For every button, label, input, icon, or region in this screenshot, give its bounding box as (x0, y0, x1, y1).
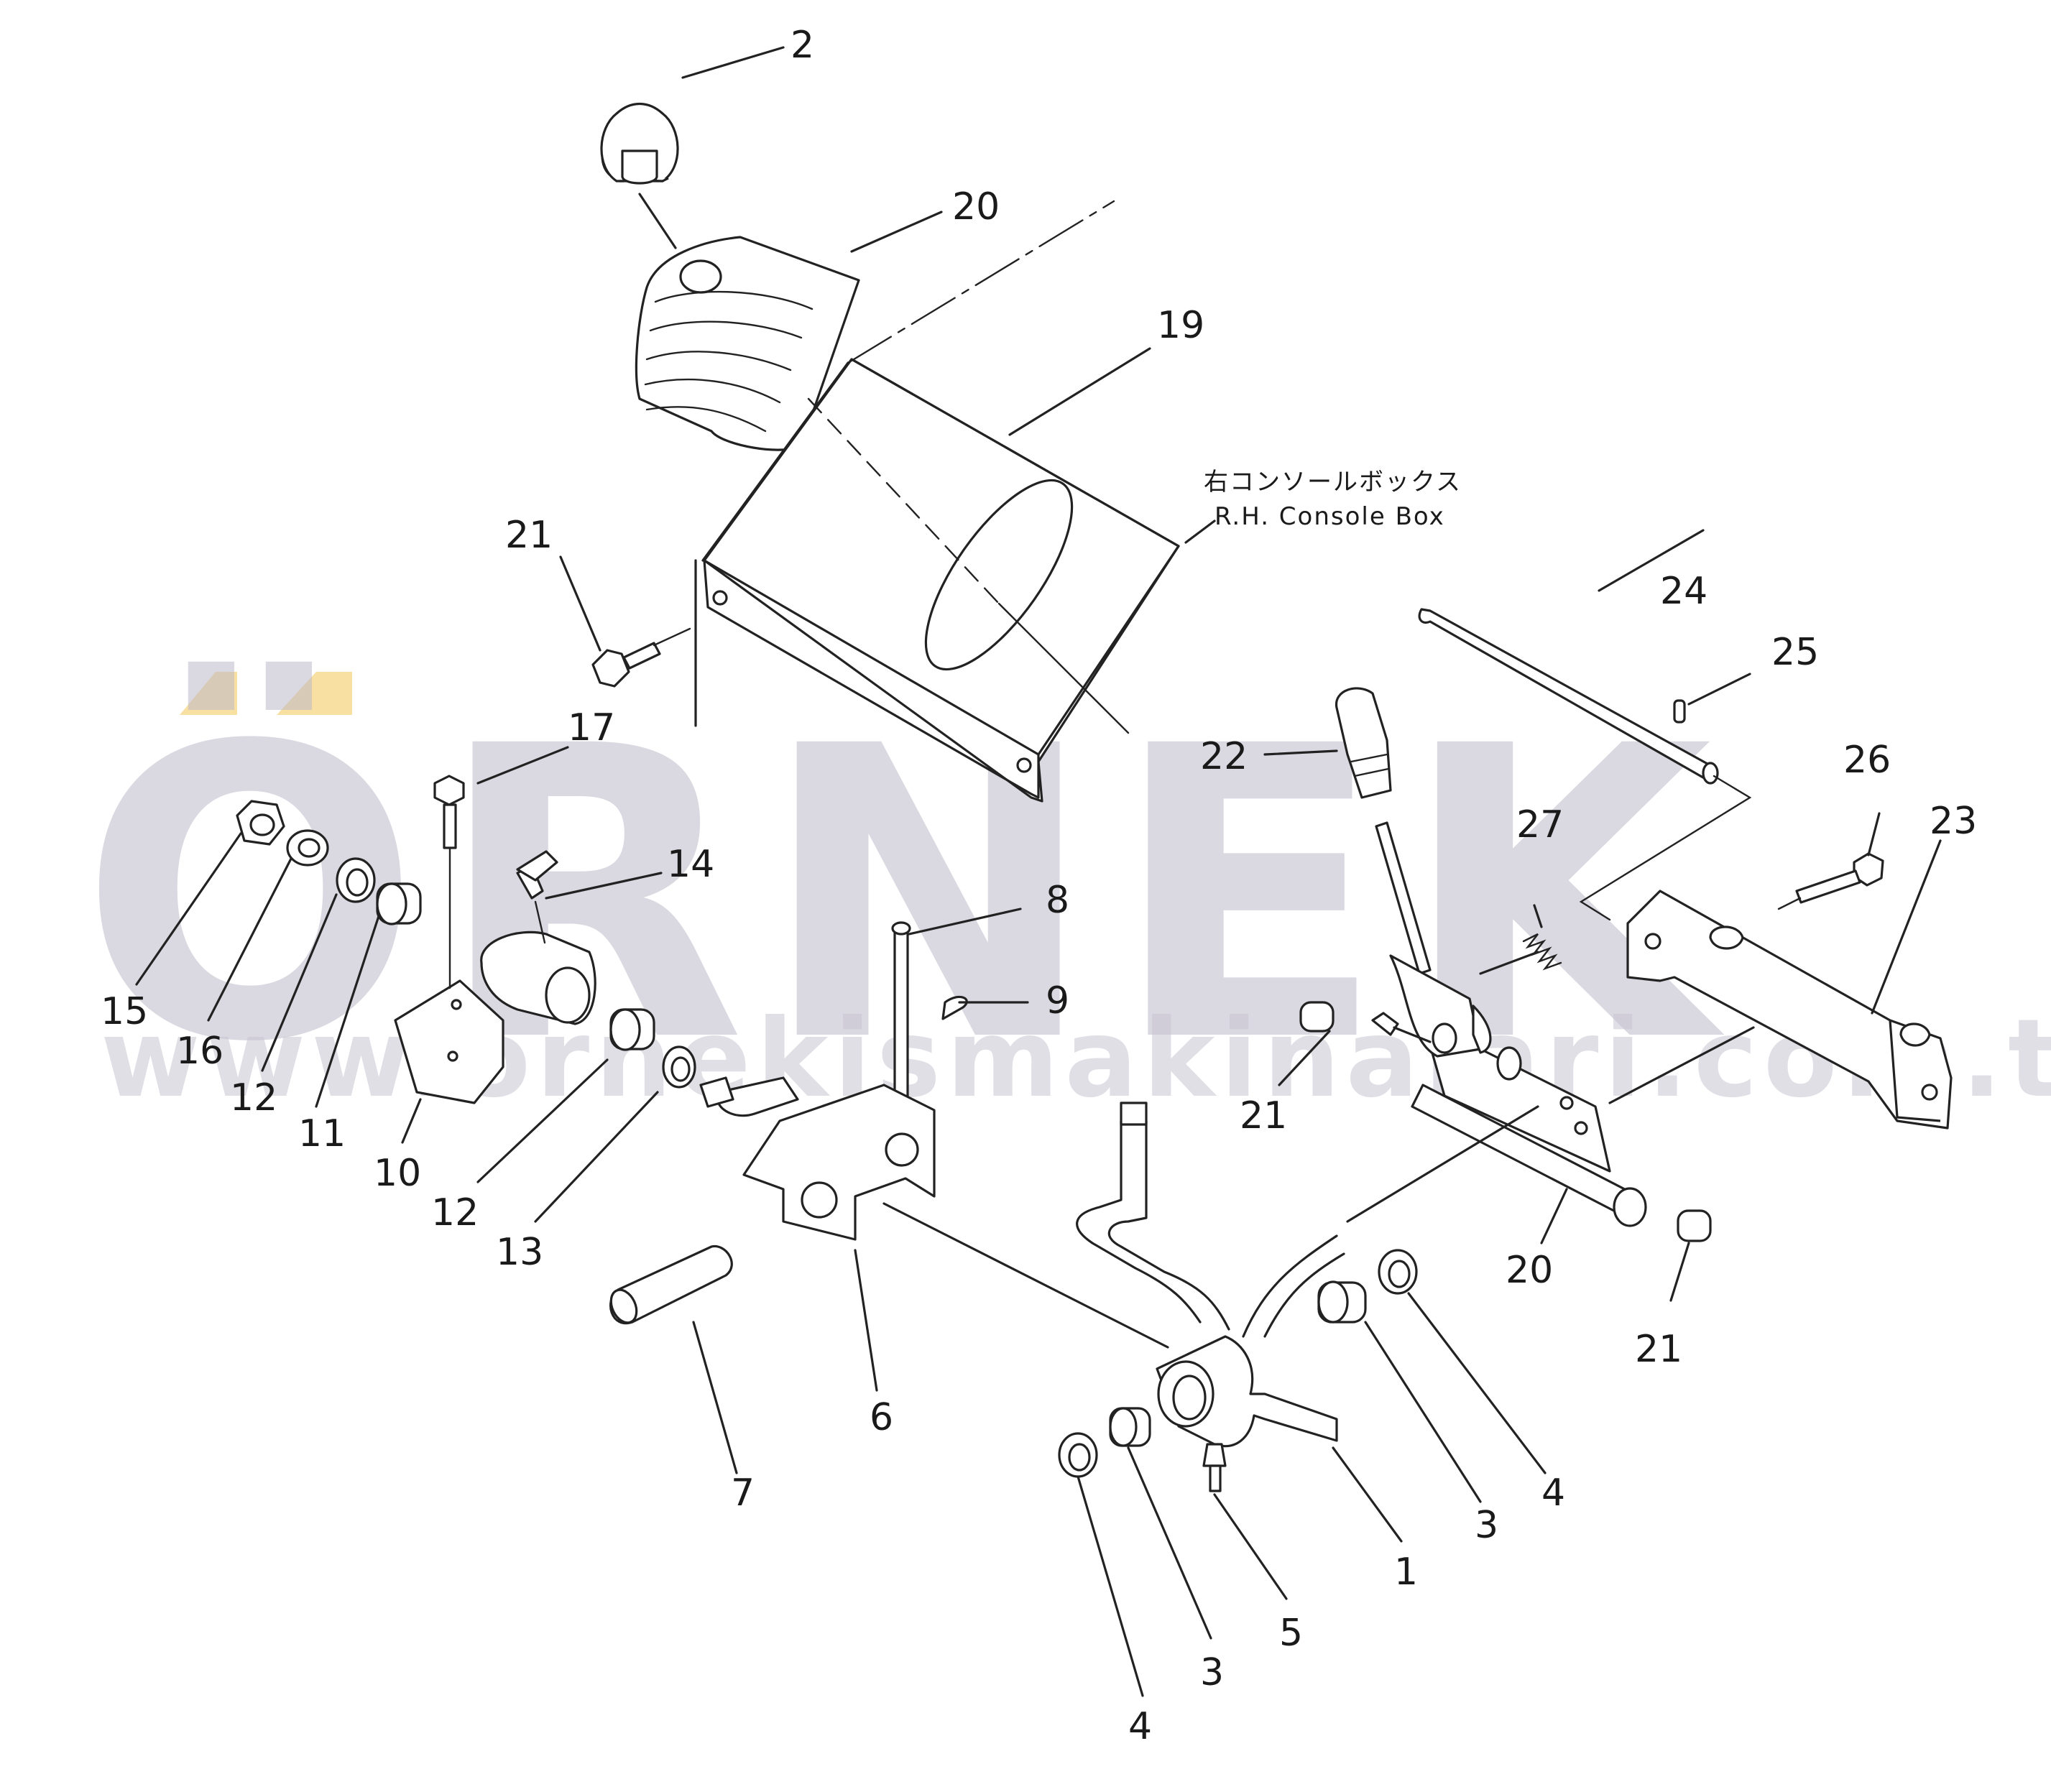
shaft-20-part (1346, 1019, 1647, 1227)
callout-23: 23 (1930, 800, 1977, 843)
bearing-3-right-part (1317, 1280, 1367, 1324)
callout-12-left: 12 (230, 1076, 277, 1119)
pin-8-part (891, 921, 911, 1101)
bolt-26-part (1777, 852, 1884, 910)
bolt-19-part (591, 627, 691, 688)
shift-knob-part (600, 103, 679, 185)
elbow-13-part (516, 850, 558, 944)
callout-15: 16 (176, 1030, 223, 1073)
callout-18: 20 (952, 185, 1000, 228)
spring-27-part (1522, 933, 1562, 971)
bushing-21-upper-part (1299, 1001, 1335, 1033)
seal-4-lower-part (1058, 1432, 1098, 1478)
watermark-accent-mark (180, 672, 237, 715)
bracket-10-part (394, 930, 596, 1104)
pin-25-part (1673, 699, 1686, 724)
callout-25: 25 (1771, 631, 1819, 674)
seal-12-mid-part (662, 1045, 696, 1089)
callout-numbers-extra: 20 20 21 (1506, 1249, 1682, 1371)
callout-24: 24 (1660, 570, 1707, 613)
callout-21-upper-label: 21 (1240, 1094, 1287, 1137)
bracket-23-part (1608, 890, 1953, 1130)
leader-lines (135, 46, 1942, 1697)
callout-26: 26 (1843, 739, 1891, 782)
callout-10: 10 (374, 1152, 421, 1195)
bolt-stub-part (1371, 1012, 1432, 1043)
callout-13: 14 (667, 843, 714, 886)
bearing-3-lower-part (1109, 1407, 1151, 1447)
callout-11-left: 11 (298, 1112, 346, 1155)
callout-3-right: 3 (1475, 1504, 1498, 1547)
callout-19: 21 (505, 514, 553, 557)
fitting-5-part (1202, 1443, 1227, 1492)
rod-24-part (1418, 608, 1752, 921)
callout-16: 17 (568, 706, 615, 749)
watermark-accent-mark (277, 672, 352, 715)
washer-15-part (286, 829, 329, 867)
knob-22-part (1335, 687, 1392, 799)
bolt-16-part (433, 775, 465, 989)
callout-9: 9 (1046, 979, 1069, 1022)
nut-14-part (236, 800, 285, 846)
lever-rod-part (1375, 821, 1492, 1058)
console-box-note-ja: 右コンソールボックス (1204, 468, 1462, 497)
callout-27: 27 (1516, 803, 1564, 846)
callout-1: 1 (1394, 1551, 1418, 1594)
callout-2: 2 (791, 24, 814, 67)
callout-numbers: 2 20 19 21 17 14 8 9 15 16 12 11 10 12 1… (101, 24, 1977, 1748)
console-box-part (694, 200, 1180, 803)
callout-11-mid: 12 (431, 1191, 479, 1234)
callout-21-lower-number: 21 (1635, 1328, 1682, 1371)
callout-4-lower: 4 (1128, 1705, 1152, 1748)
callout-14: 15 (101, 990, 148, 1033)
callout-17: 19 (1157, 304, 1204, 347)
callout-22: 22 (1200, 735, 1248, 778)
seal-4-right-part (1378, 1249, 1418, 1295)
callout-8: 8 (1046, 879, 1069, 922)
callout-6: 6 (870, 1396, 893, 1439)
console-box-note-en: R.H. Console Box (1215, 502, 1445, 531)
callout-20-number: 20 (1506, 1249, 1553, 1292)
callout-4-right: 4 (1541, 1472, 1565, 1515)
lever-1-part (1076, 1101, 1345, 1448)
bushing-11-mid-part (609, 1008, 655, 1051)
bracket-6-part (699, 1076, 936, 1241)
boot-part (635, 236, 860, 451)
seal-12-left-part (336, 857, 376, 903)
callout-3-lower: 3 (1200, 1651, 1224, 1694)
bushing-21-lower-part (1677, 1209, 1712, 1242)
pin-7-part (609, 1244, 733, 1325)
bushing-11-left-part (376, 882, 422, 925)
callout-7: 7 (731, 1472, 755, 1515)
callout-12-mid: 13 (496, 1231, 543, 1274)
callout-5: 5 (1279, 1612, 1303, 1655)
